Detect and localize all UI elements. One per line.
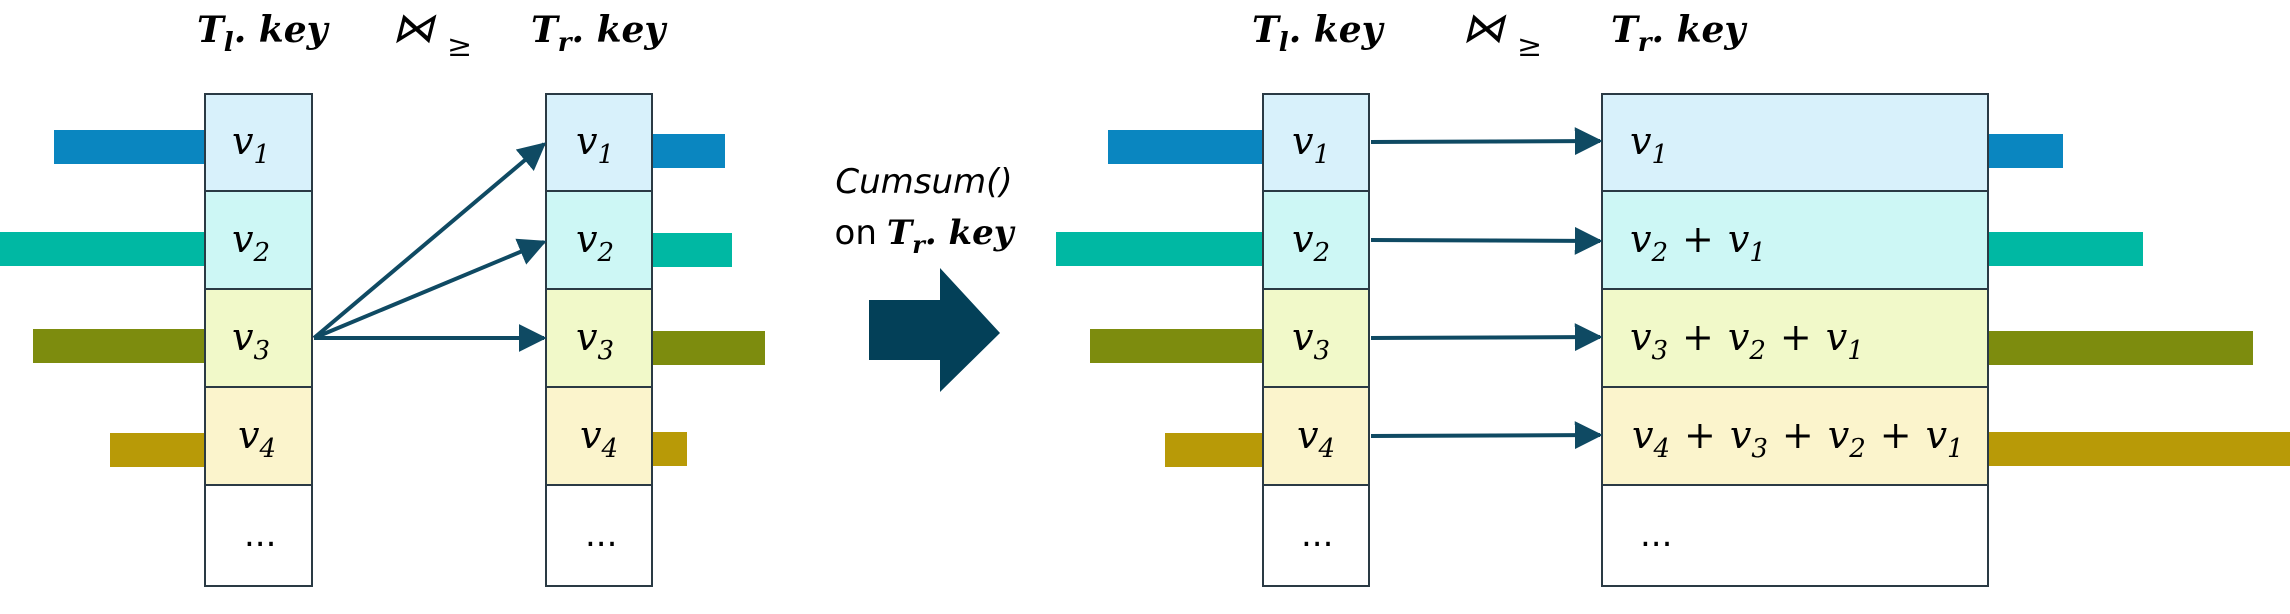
left-cell-1 xyxy=(204,93,313,192)
sum-cell-3-label: v3+v2+v1 xyxy=(1630,315,1864,366)
right-cell-1-label: v1 xyxy=(576,119,614,170)
sum-cell-4-label: v4+v3+v2+v1 xyxy=(1632,413,1964,464)
rp-right-bar-1 xyxy=(1988,134,2063,168)
right-cell-dots-label: ... xyxy=(585,515,617,555)
left-cell-dots-label: ... xyxy=(244,515,276,555)
left-cell-dots xyxy=(204,484,313,587)
right-cell-2 xyxy=(545,190,653,290)
left-bar-3 xyxy=(33,329,205,363)
right-bar-3 xyxy=(652,331,765,365)
rp-left-key-column: v1 v2 v3 v4 ... xyxy=(1262,93,1370,587)
left-bar-4 xyxy=(110,433,205,467)
sum-cell-1-label: v1 xyxy=(1630,119,1668,170)
left-cell-3-label: v3 xyxy=(232,315,270,366)
right-key-column: v1 v2 v3 v4 ... xyxy=(545,93,653,587)
rp-left-bar-3 xyxy=(1090,329,1263,363)
rp-left-cell-1-label: v1 xyxy=(1292,119,1330,170)
map-arrow-4 xyxy=(1370,421,1603,450)
sum-cell-1 xyxy=(1601,93,1989,192)
rp-left-cell-4 xyxy=(1262,386,1370,486)
left-cell-2-label: v2 xyxy=(232,217,270,268)
right-panel-header-left-key: Tl. key xyxy=(1252,9,1385,58)
rp-left-bar-4 xyxy=(1165,433,1263,467)
rp-left-cell-3 xyxy=(1262,288,1370,388)
cumsum-column: v1 v2+v1 v3+v2+v1 v4+v3+v2+v1 ... xyxy=(1601,93,1989,587)
right-cell-dots xyxy=(545,484,653,587)
right-cell-1 xyxy=(545,93,653,192)
sum-cell-2-label: v2+v1 xyxy=(1630,217,1766,268)
rp-left-bar-1 xyxy=(1108,130,1263,164)
rp-right-bar-4 xyxy=(1988,432,2290,466)
sum-cell-3 xyxy=(1601,288,1989,388)
left-cell-1-label: v1 xyxy=(232,119,270,170)
left-bar-2 xyxy=(0,232,205,266)
rp-right-bar-3 xyxy=(1988,331,2253,365)
right-cell-3-label: v3 xyxy=(576,315,614,366)
rp-left-cell-1 xyxy=(1262,93,1370,192)
left-header-left-key: Tl. key xyxy=(197,9,330,58)
rp-left-cell-2 xyxy=(1262,190,1370,290)
join-arrow-v3-to-v1 xyxy=(312,142,547,340)
map-arrow-1 xyxy=(1370,127,1603,156)
left-header-join-symbol: ⋈ xyxy=(392,3,437,52)
right-bar-1 xyxy=(652,134,725,168)
left-key-column: v1 v2 v3 v4 ... xyxy=(204,93,313,587)
join-arrow-v3-to-v2 xyxy=(313,238,547,340)
rp-left-cell-3-label: v3 xyxy=(1292,315,1330,366)
left-header-join-sub: ≥ xyxy=(447,29,472,64)
rp-left-bar-2 xyxy=(1056,232,1263,266)
left-cell-3 xyxy=(204,288,313,388)
map-arrow-2 xyxy=(1370,226,1603,255)
right-bar-4 xyxy=(652,432,687,466)
right-cell-4-label: v4 xyxy=(580,413,618,464)
left-panel: Tl. key ⋈ ≥ Tr. key v1 v2 v3 v4 ... xyxy=(0,3,765,587)
rp-left-cell-dots-label: ... xyxy=(1301,515,1333,555)
sum-cell-dots xyxy=(1601,484,1989,587)
left-header-right-key: Tr. key xyxy=(531,9,667,58)
right-panel-header-join-symbol: ⋈ xyxy=(1462,3,1507,52)
left-cell-2 xyxy=(204,190,313,290)
rp-left-cell-2-label: v2 xyxy=(1292,217,1330,268)
right-bar-2 xyxy=(652,233,732,267)
left-bar-1 xyxy=(54,130,205,164)
cumsum-label: Cumsum() xyxy=(835,162,1012,202)
right-panel-header-join-sub: ≥ xyxy=(1517,29,1542,64)
right-panel-header-right-key: Tr. key xyxy=(1611,9,1747,58)
rp-left-cell-dots xyxy=(1262,484,1370,587)
rp-right-bar-2 xyxy=(1988,232,2143,266)
rp-left-cell-4-label: v4 xyxy=(1297,413,1335,464)
map-arrow-3 xyxy=(1370,323,1603,352)
right-panel: Tl. key ⋈ ≥ Tr. key v1 v2 v3 v4 ... xyxy=(1056,3,2290,587)
left-cell-4 xyxy=(204,386,313,486)
left-cell-4-label: v4 xyxy=(238,413,276,464)
sum-cell-dots-label: ... xyxy=(1640,515,1672,555)
big-right-arrow-icon xyxy=(869,268,1000,392)
right-cell-2-label: v2 xyxy=(576,217,614,268)
